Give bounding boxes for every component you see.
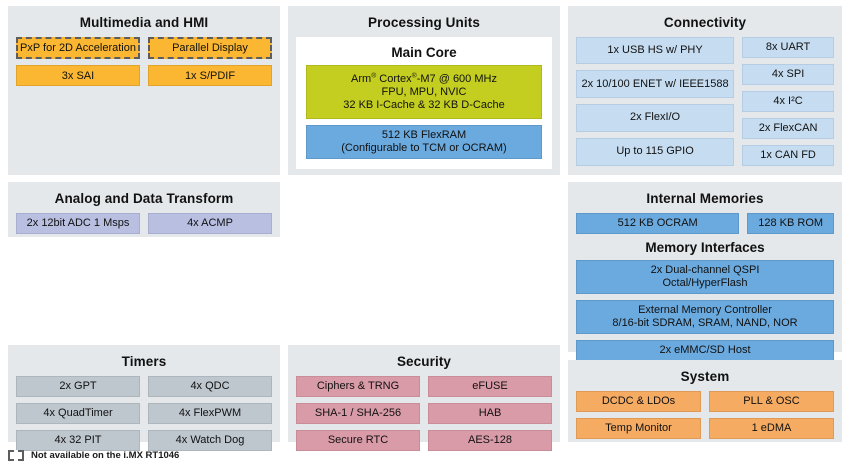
memory-interface-row-emmc: 2x eMMC/SD Host <box>576 339 834 361</box>
block-parallel-display[interactable]: Parallel Display <box>148 36 272 60</box>
block-acmp[interactable]: 4x ACMP <box>148 212 272 234</box>
main-core-title: Main Core <box>391 44 457 60</box>
block-pit[interactable]: 4x 32 PIT <box>16 429 140 451</box>
block-can-fd[interactable]: 1x CAN FD <box>742 144 834 166</box>
core-line-2: FPU, MPU, NVIC <box>381 85 467 98</box>
block-uart[interactable]: 8x UART <box>742 36 834 58</box>
core-line-3: 32 KB I-Cache & 32 KB D-Cache <box>343 98 505 111</box>
internal-memories-row: 512 KB OCRAM 128 KB ROM <box>576 212 834 234</box>
legend-label: Not available on the i.MX RT1046 <box>31 450 180 461</box>
timers-row-3: 4x 32 PIT 4x Watch Dog <box>16 429 272 451</box>
flexram-line-2: (Configurable to TCM or OCRAM) <box>341 142 507 155</box>
memory-interface-row-emc: External Memory Controller 8/16-bit SDRA… <box>576 299 834 334</box>
block-qspi[interactable]: 2x Dual-channel QSPI Octal/HyperFlash <box>576 260 834 294</box>
block-rom[interactable]: 128 KB ROM <box>747 212 834 234</box>
core-row: Arm® Cortex®-M7 @ 600 MHz FPU, MPU, NVIC… <box>306 65 542 120</box>
block-spi[interactable]: 4x SPI <box>742 63 834 85</box>
qspi-line-2: Octal/HyperFlash <box>662 277 748 289</box>
panel-title-internal-memories: Internal Memories <box>646 191 764 206</box>
panel-title-multimedia: Multimedia and HMI <box>79 15 209 30</box>
block-external-memory-controller[interactable]: External Memory Controller 8/16-bit SDRA… <box>576 299 834 334</box>
block-emmc-sd-host[interactable]: 2x eMMC/SD Host <box>576 339 834 361</box>
system-row-2: Temp Monitor 1 eDMA <box>576 417 834 439</box>
multimedia-row-1: PxP for 2D Acceleration Parallel Display <box>16 36 272 60</box>
panel-analog-and-data-transform: Analog and Data Transform 2x 12bit ADC 1… <box>8 182 280 237</box>
block-flexram[interactable]: 512 KB FlexRAM (Configurable to TCM or O… <box>306 125 542 160</box>
block-sai[interactable]: 3x SAI <box>16 65 140 87</box>
block-efuse[interactable]: eFUSE <box>428 375 552 397</box>
panel-system: System DCDC & LDOs PLL & OSC Temp Monito… <box>568 360 842 442</box>
connectivity-right-column: 8x UART 4x SPI 4x I²C 2x FlexCAN 1x CAN … <box>742 36 834 166</box>
block-flexio[interactable]: 2x FlexI/O <box>576 104 735 132</box>
multimedia-row-2: 3x SAI 1x S/PDIF <box>16 65 272 87</box>
timers-row-1: 2x GPT 4x QDC <box>16 375 272 397</box>
memory-interface-row-qspi: 2x Dual-channel QSPI Octal/HyperFlash <box>576 260 834 294</box>
main-core-card: Main Core Arm® Cortex®-M7 @ 600 MHz FPU,… <box>296 36 552 170</box>
connectivity-columns: 1x USB HS w/ PHY 2x 10/100 ENET w/ IEEE1… <box>576 36 834 166</box>
core-registered-2: ® <box>411 71 417 79</box>
panel-title-timers: Timers <box>121 354 167 369</box>
flexram-line-1: 512 KB FlexRAM <box>381 129 467 142</box>
core-line-1-mid: Cortex <box>376 72 412 85</box>
block-i2c[interactable]: 4x I²C <box>742 90 834 112</box>
block-adc[interactable]: 2x 12bit ADC 1 Msps <box>16 212 140 234</box>
panel-processing-units: Processing Units Main Core Arm® Cortex®-… <box>288 6 560 175</box>
panel-internal-memories-and-interfaces: Internal Memories 512 KB OCRAM 128 KB RO… <box>568 182 842 361</box>
block-pll-osc[interactable]: PLL & OSC <box>709 390 834 412</box>
block-enet-ieee1588[interactable]: 2x 10/100 ENET w/ IEEE1588 <box>576 70 735 99</box>
panel-title-analog: Analog and Data Transform <box>54 191 234 206</box>
core-registered-1: ® <box>371 71 377 79</box>
block-watch-dog[interactable]: 4x Watch Dog <box>148 429 272 451</box>
block-spdif[interactable]: 1x S/PDIF <box>148 65 272 87</box>
core-line-1-pre: Arm <box>351 72 372 85</box>
block-ciphers-trng[interactable]: Ciphers & TRNG <box>296 375 420 397</box>
security-row-3: Secure RTC AES-128 <box>296 429 552 451</box>
qspi-line-1: 2x Dual-channel QSPI <box>650 264 760 277</box>
block-gpt[interactable]: 2x GPT <box>16 375 140 397</box>
block-hab[interactable]: HAB <box>428 402 552 424</box>
panel-title-connectivity: Connectivity <box>663 15 747 30</box>
security-row-2: SHA-1 / SHA-256 HAB <box>296 402 552 424</box>
core-line-1-post: -M7 @ 600 MHz <box>416 72 497 85</box>
block-ocram[interactable]: 512 KB OCRAM <box>576 212 740 234</box>
panel-security: Security Ciphers & TRNG eFUSE SHA-1 / SH… <box>288 345 560 451</box>
panel-title-processing-units: Processing Units <box>368 15 480 30</box>
connectivity-left-column: 1x USB HS w/ PHY 2x 10/100 ENET w/ IEEE1… <box>576 36 735 166</box>
block-usb-hs-phy[interactable]: 1x USB HS w/ PHY <box>576 36 735 65</box>
block-flexpwm[interactable]: 4x FlexPWM <box>148 402 272 424</box>
system-row-1: DCDC & LDOs PLL & OSC <box>576 390 834 412</box>
block-arm-cortex-m7[interactable]: Arm® Cortex®-M7 @ 600 MHz FPU, MPU, NVIC… <box>306 65 542 120</box>
panel-multimedia-and-hmi: Multimedia and HMI PxP for 2D Accelerati… <box>8 6 280 175</box>
analog-row-1: 2x 12bit ADC 1 Msps 4x ACMP <box>16 212 272 234</box>
core-line-1: Arm® Cortex®-M7 @ 600 MHz <box>351 71 497 86</box>
legend: Not available on the i.MX RT1046 <box>8 450 179 461</box>
block-qdc[interactable]: 4x QDC <box>148 375 272 397</box>
panel-timers: Timers 2x GPT 4x QDC 4x QuadTimer 4x Fle… <box>8 345 280 451</box>
block-pxp-2d-acceleration[interactable]: PxP for 2D Acceleration <box>16 36 140 60</box>
block-aes-128[interactable]: AES-128 <box>428 429 552 451</box>
block-sha[interactable]: SHA-1 / SHA-256 <box>296 402 420 424</box>
block-temp-monitor[interactable]: Temp Monitor <box>576 417 701 439</box>
dashed-outline-swatch-icon <box>8 450 24 461</box>
emc-line-1: External Memory Controller <box>638 303 772 316</box>
security-row-1: Ciphers & TRNG eFUSE <box>296 375 552 397</box>
block-gpio[interactable]: Up to 115 GPIO <box>576 137 735 166</box>
panel-title-security: Security <box>396 354 452 369</box>
block-flexcan[interactable]: 2x FlexCAN <box>742 117 834 139</box>
panel-title-memory-interfaces: Memory Interfaces <box>645 239 765 255</box>
block-quadtimer[interactable]: 4x QuadTimer <box>16 402 140 424</box>
timers-row-2: 4x QuadTimer 4x FlexPWM <box>16 402 272 424</box>
flexram-row: 512 KB FlexRAM (Configurable to TCM or O… <box>306 125 542 160</box>
emc-line-2: 8/16-bit SDRAM, SRAM, NAND, NOR <box>612 316 798 329</box>
panel-title-system: System <box>680 369 730 384</box>
block-edma[interactable]: 1 eDMA <box>709 417 834 439</box>
block-dcdc-ldos[interactable]: DCDC & LDOs <box>576 390 701 412</box>
block-secure-rtc[interactable]: Secure RTC <box>296 429 420 451</box>
panel-connectivity: Connectivity 1x USB HS w/ PHY 2x 10/100 … <box>568 6 842 175</box>
